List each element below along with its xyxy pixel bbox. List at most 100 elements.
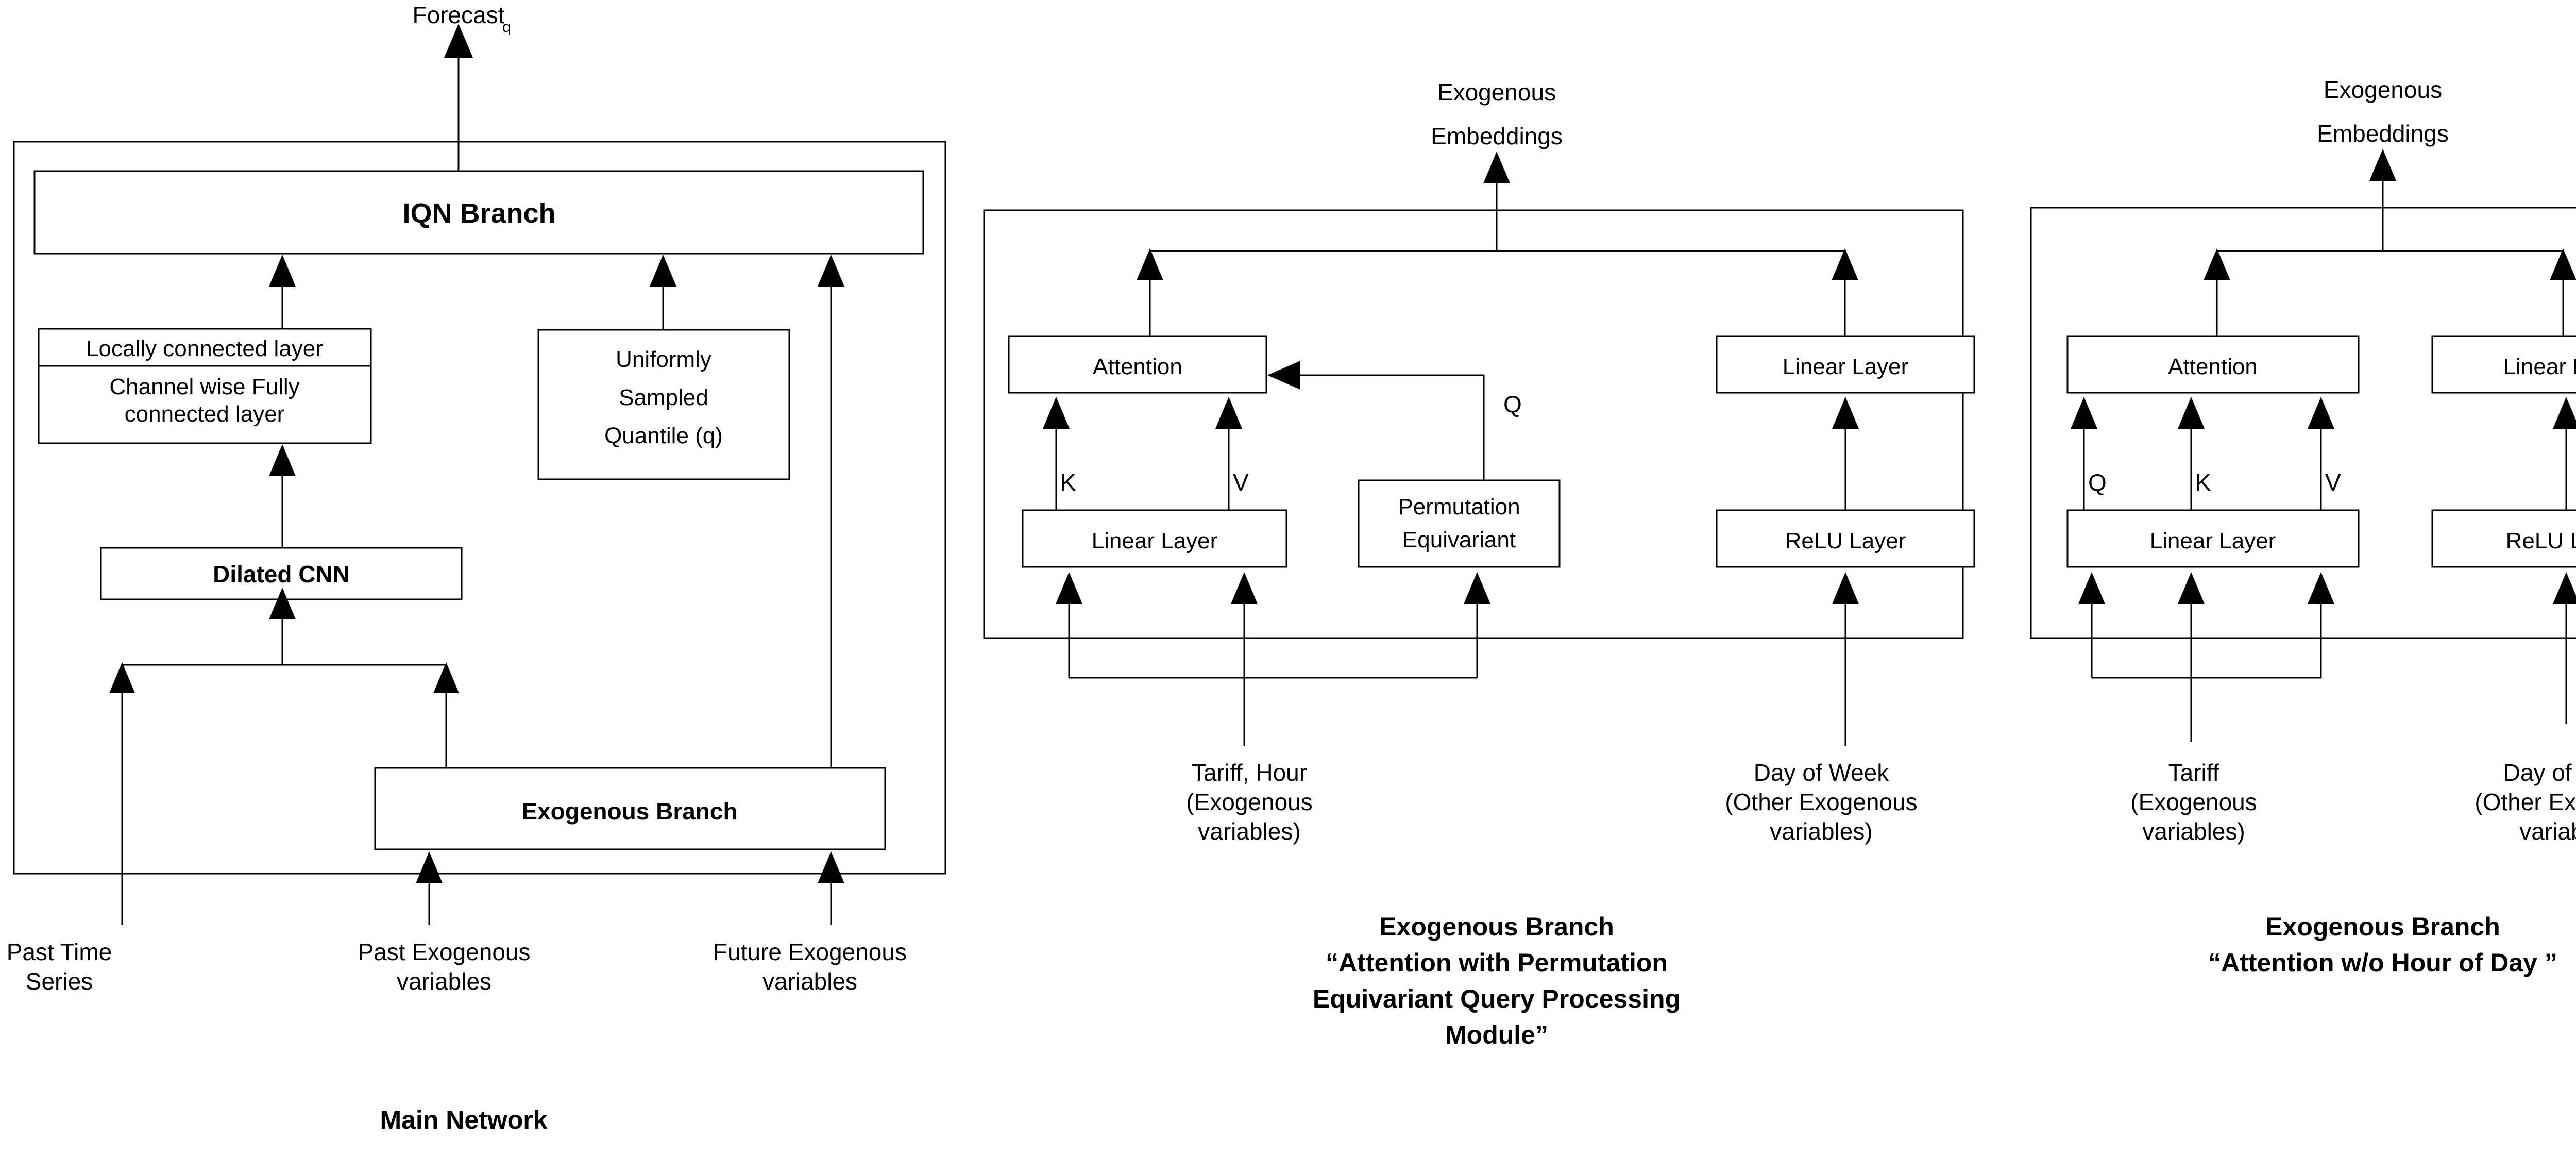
arrowhead-in-relu-perm — [1832, 572, 1859, 604]
arrowhead-q-into-attention — [1267, 361, 1300, 390]
input-past-time-series-line2: Series — [26, 968, 93, 995]
box-channel-wise-fully-connected-layer[interactable] — [38, 365, 372, 444]
box-relu-layer-perm-label: ReLU Layer — [1785, 528, 1906, 554]
main-output-subscript: q — [502, 19, 511, 36]
box-permutation-equivariant[interactable] — [1358, 479, 1561, 568]
perm-input-dow-line3: variables) — [1770, 818, 1872, 845]
box-attention-perm[interactable] — [1008, 335, 1267, 394]
caption-nohour-line2: “Attention w/o Hour of Day ” — [2208, 948, 2557, 977]
edge-label-k-perm: K — [1060, 469, 1076, 496]
box-locally-connected-label: Locally connected layer — [86, 336, 323, 361]
caption-perm-line3: Equivariant Query Processing — [1313, 984, 1681, 1013]
nohour-input-tariff-line3: variables) — [2142, 818, 2245, 845]
box-relu-layer-perm[interactable] — [1716, 509, 1975, 568]
arrowhead-relu-to-linear-nohour — [2553, 397, 2576, 429]
box-dilated-cnn-label: Dilated CNN — [213, 561, 350, 588]
edge-label-v-perm: V — [1233, 469, 1249, 496]
box-attention-nohour[interactable] — [2066, 335, 2360, 394]
nohour-input-tariff-line2: (Exogenous — [2130, 789, 2257, 815]
box-uniformly-sampled-quantile[interactable] — [537, 329, 790, 480]
box-attention-nohour-label: Attention — [2168, 354, 2258, 379]
nohour-input-dow-line2: (Other Exogenous — [2475, 789, 2576, 815]
box-channel-wise-line2: connected layer — [125, 401, 285, 427]
box-linear-layer-left-perm-label: Linear Layer — [1092, 528, 1218, 554]
caption-perm-line4: Module” — [1445, 1020, 1548, 1049]
nohour-input-dow-line3: variables) — [2519, 818, 2576, 845]
arrowhead-in-linear-nohour-a — [2078, 572, 2105, 604]
edge-label-q-nohour: Q — [2088, 469, 2107, 496]
panel-exogenous-branch-no-hour: Exogenous Embeddings Attention Linear La… — [2030, 76, 2576, 977]
input-future-exogenous-line1: Future Exogenous — [713, 939, 907, 965]
arrowhead-nohour-output — [2369, 149, 2396, 181]
perm-input-tariff-line1: Tariff, Hour — [1192, 759, 1307, 786]
perm-output-line2: Embeddings — [1431, 123, 1563, 149]
box-channel-wise-line1: Channel wise Fully — [109, 374, 299, 399]
perm-input-dow-line1: Day of Week — [1754, 759, 1889, 786]
perm-input-tariff-line2: (Exogenous — [1186, 789, 1313, 815]
input-past-exogenous-line2: variables — [397, 968, 492, 995]
edge-label-q-perm: Q — [1503, 391, 1522, 417]
input-future-exogenous-line2: variables — [762, 968, 857, 995]
nohour-output-line1: Exogenous — [2324, 76, 2442, 103]
arrowhead-linear-right-to-bus-nohour — [2550, 248, 2576, 280]
box-iqn-branch-label: IQN Branch — [402, 198, 555, 229]
arrowhead-in-linear-nohour-b — [2178, 572, 2205, 604]
arrowhead-attention-to-bus — [1137, 248, 1163, 280]
box-iqn-branch[interactable] — [33, 170, 924, 255]
arrowhead-relu-to-linear-perm — [1832, 397, 1859, 429]
box-linear-layer-right-nohour-label: Linear Layer — [2503, 354, 2576, 379]
caption-main-network: Main Network — [380, 1105, 547, 1134]
perm-input-dow-line2: (Other Exogenous — [1725, 789, 1917, 815]
caption-perm-line2: “Attention with Permutation — [1326, 948, 1668, 977]
nohour-panel-container — [2030, 207, 2576, 639]
box-linear-layer-left-nohour[interactable] — [2066, 509, 2360, 568]
box-exogenous-branch-label: Exogenous Branch — [521, 798, 737, 825]
box-linear-layer-right-nohour[interactable] — [2431, 335, 2576, 394]
arrowhead-v-into-attention — [1215, 397, 1242, 429]
panel-exogenous-branch-permutation: Exogenous Embeddings Attention Linear La… — [983, 79, 1975, 1049]
arrowhead-to-forecast — [444, 24, 473, 58]
arrowhead-cnn-to-lcl — [269, 444, 296, 476]
nohour-output-line2: Embeddings — [2317, 120, 2449, 147]
arrowhead-k-nohour — [2178, 397, 2205, 429]
caption-nohour-line1: Exogenous Branch — [2265, 912, 2500, 941]
box-relu-layer-nohour[interactable] — [2431, 509, 2576, 568]
permutation-panel-container — [983, 209, 1964, 639]
arrowhead-in-relu-nohour — [2553, 572, 2576, 604]
caption-perm-line1: Exogenous Branch — [1379, 912, 1614, 941]
arrowhead-bus-to-cnn — [269, 588, 296, 619]
box-attention-perm-label: Attention — [1093, 354, 1182, 379]
box-quantile-line2: Sampled — [619, 385, 708, 410]
arrowhead-k-into-attention — [1043, 397, 1070, 429]
box-quantile-line1: Uniformly — [616, 347, 711, 372]
edge-label-v-nohour: V — [2325, 469, 2341, 496]
box-locally-connected-layer[interactable] — [38, 328, 372, 367]
perm-input-tariff-line3: variables) — [1198, 818, 1300, 845]
box-linear-layer-left-nohour-label: Linear Layer — [2150, 528, 2276, 554]
box-linear-layer-right-perm[interactable] — [1716, 335, 1975, 394]
arrowhead-future-exo-to-branch — [818, 851, 844, 883]
nohour-input-tariff-line1: Tariff — [2168, 759, 2219, 786]
arrowhead-exo-to-iqn — [818, 255, 844, 287]
box-exogenous-branch[interactable] — [374, 767, 886, 850]
input-past-time-series-line1: Past Time — [7, 939, 112, 965]
arrowhead-quantile-to-iqn — [650, 255, 676, 287]
arrowhead-in-linear-nohour-c — [2308, 572, 2334, 604]
box-relu-layer-nohour-label: ReLU Layer — [2506, 528, 2576, 554]
arrowhead-in-linear-left-b — [1231, 572, 1258, 604]
arrowhead-in-linear-left-a — [1056, 572, 1082, 604]
arrowhead-in-permutation — [1464, 572, 1490, 604]
arrowhead-attention-to-bus-nohour — [2204, 248, 2230, 280]
arrowhead-perm-output — [1483, 152, 1510, 183]
arrowhead-linear-right-to-bus — [1832, 248, 1858, 280]
panel-main-network: Forecast q IQN Branch Locally connected … — [7, 2, 946, 1134]
edge-label-k-nohour: K — [2195, 469, 2211, 496]
input-past-exogenous-line1: Past Exogenous — [358, 939, 530, 965]
box-linear-layer-right-perm-label: Linear Layer — [1783, 354, 1909, 379]
box-permutation-line2: Equivariant — [1402, 527, 1516, 552]
arrowhead-v-nohour — [2308, 397, 2334, 429]
box-quantile-line3: Quantile (q) — [604, 423, 723, 448]
nohour-input-dow-line1: Day of Week — [2503, 759, 2576, 786]
box-linear-layer-left-perm[interactable] — [1022, 509, 1287, 568]
